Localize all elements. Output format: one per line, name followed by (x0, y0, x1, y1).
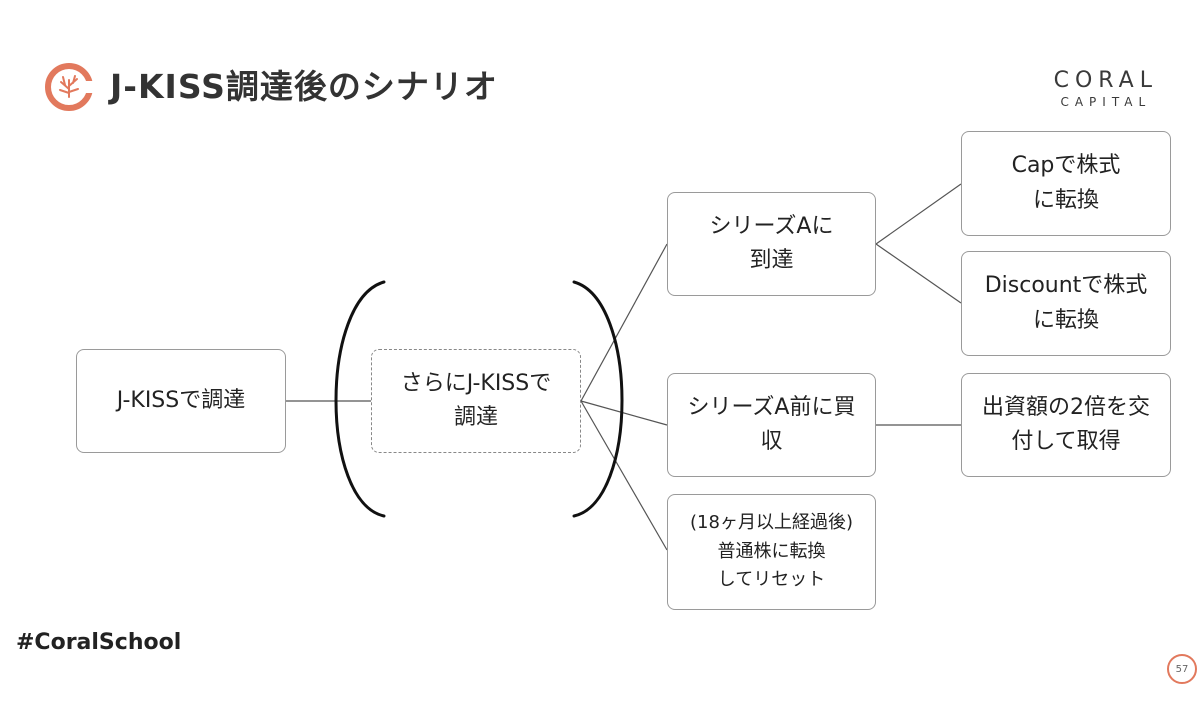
node-acquired-label: シリーズA前に買 収 (687, 394, 856, 454)
node-reset-label: (18ヶ月以上経過後) 普通株に転換 してリセット (690, 511, 853, 591)
node-cap-convert-label: Capで株式 に転換 (1011, 153, 1121, 213)
brand-name: CORAL (1053, 68, 1158, 93)
connector-seriesa-discount (875, 243, 962, 304)
node-double-payout: 出資額の2倍を交 付して取得 (961, 373, 1171, 477)
node-further-raise-label: さらにJ-KISSで 調達 (400, 370, 552, 430)
node-reset: (18ヶ月以上経過後) 普通株に転換 してリセット (667, 494, 876, 610)
hashtag: #CoralSchool (16, 630, 182, 655)
left-bracket (334, 280, 386, 518)
node-series-a-label: シリーズAに 到達 (709, 213, 834, 273)
connector-further-reset (580, 400, 668, 551)
node-series-a: シリーズAに 到達 (667, 192, 876, 296)
node-double-payout-label: 出資額の2倍を交 付して取得 (982, 394, 1150, 454)
node-further-raise: さらにJ-KISSで 調達 (371, 349, 581, 453)
node-cap-convert: Capで株式 に転換 (961, 131, 1171, 236)
page-number-badge: 57 (1167, 654, 1197, 684)
connector-further-seriesa (580, 243, 668, 402)
node-discount-convert: Discountで株式 に転換 (961, 251, 1171, 356)
node-start: J-KISSで調達 (76, 349, 286, 453)
node-acquired: シリーズA前に買 収 (667, 373, 876, 477)
connector-seriesa-cap (875, 183, 962, 245)
brand-subname: CAPITAL (1060, 95, 1152, 109)
connector-further-acquired (580, 400, 668, 426)
node-start-label: J-KISSで調達 (116, 387, 246, 413)
page-number: 57 (1175, 663, 1189, 675)
brand-logo: CORAL CAPITAL (1054, 68, 1158, 109)
coral-logo-icon (44, 62, 94, 112)
right-bracket (572, 280, 624, 518)
node-discount-convert-label: Discountで株式 に転換 (984, 273, 1148, 333)
page-title: J-KISS調達後のシナリオ (110, 67, 498, 106)
